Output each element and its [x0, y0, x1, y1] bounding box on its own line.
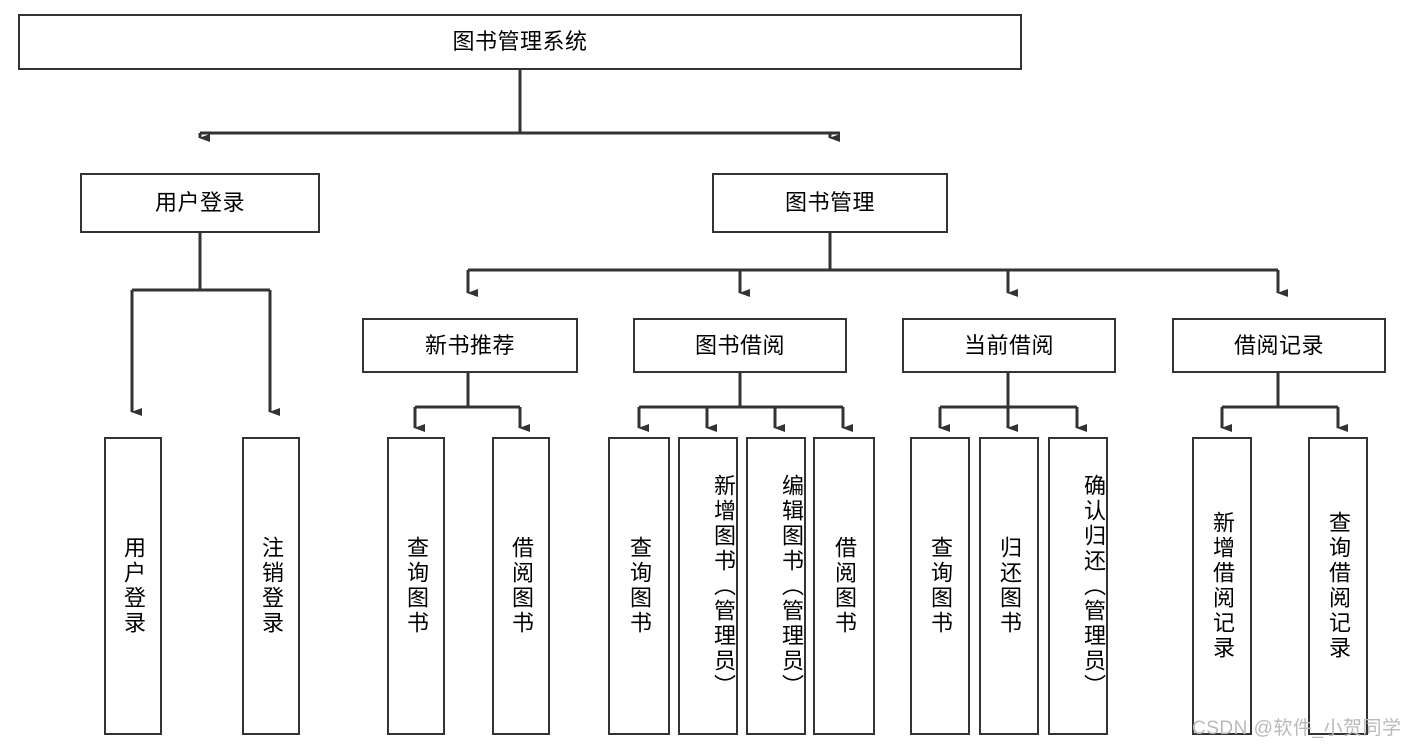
node-leaf-edit-book-label: 编辑图书（管理员） — [779, 473, 804, 699]
node-new-book-rec[interactable]: 新书推荐 — [362, 318, 578, 373]
node-user-login[interactable]: 用户登录 — [80, 173, 320, 233]
node-leaf-query-book-3-label: 查询图书 — [927, 536, 953, 636]
csdn-watermark: CSDN @软件_小贺同学 — [1192, 718, 1402, 739]
node-borrow-record[interactable]: 借阅记录 — [1172, 318, 1386, 373]
node-leaf-query-book-3[interactable]: 查询图书 — [910, 437, 970, 735]
node-leaf-borrow-book-1-label: 借阅图书 — [508, 536, 534, 636]
node-current-borrow[interactable]: 当前借阅 — [902, 318, 1116, 373]
node-leaf-add-record[interactable]: 新增借阅记录 — [1192, 437, 1252, 735]
node-leaf-user-login-label: 用户登录 — [120, 536, 146, 636]
node-leaf-query-record[interactable]: 查询借阅记录 — [1308, 437, 1368, 735]
node-leaf-borrow-book-2-label: 借阅图书 — [831, 536, 857, 636]
node-book-manage[interactable]: 图书管理 — [712, 173, 948, 233]
node-book-borrow[interactable]: 图书借阅 — [633, 318, 847, 373]
node-leaf-borrow-book-1[interactable]: 借阅图书 — [492, 437, 550, 735]
node-leaf-borrow-book-2[interactable]: 借阅图书 — [813, 437, 875, 735]
node-leaf-confirm-return[interactable]: 确认归还（管理员） — [1048, 437, 1108, 735]
node-leaf-edit-book[interactable]: 编辑图书（管理员） — [746, 437, 806, 735]
node-leaf-query-record-label: 查询借阅记录 — [1325, 511, 1351, 661]
node-leaf-logout[interactable]: 注销登录 — [242, 437, 300, 735]
node-leaf-add-book[interactable]: 新增图书（管理员） — [678, 437, 738, 735]
node-leaf-query-book-2[interactable]: 查询图书 — [608, 437, 670, 735]
node-leaf-query-book-2-label: 查询图书 — [626, 536, 652, 636]
node-leaf-return-book-label: 归还图书 — [996, 536, 1022, 636]
node-leaf-query-book-1-label: 查询图书 — [403, 536, 429, 636]
node-leaf-return-book[interactable]: 归还图书 — [979, 437, 1039, 735]
node-root[interactable]: 图书管理系统 — [18, 14, 1022, 70]
node-leaf-user-login[interactable]: 用户登录 — [104, 437, 162, 735]
node-leaf-query-book-1[interactable]: 查询图书 — [387, 437, 445, 735]
node-leaf-add-book-label: 新增图书（管理员） — [711, 473, 736, 699]
node-leaf-add-record-label: 新增借阅记录 — [1209, 511, 1235, 661]
node-leaf-confirm-return-label: 确认归还（管理员） — [1081, 473, 1106, 699]
node-leaf-logout-label: 注销登录 — [258, 536, 284, 636]
